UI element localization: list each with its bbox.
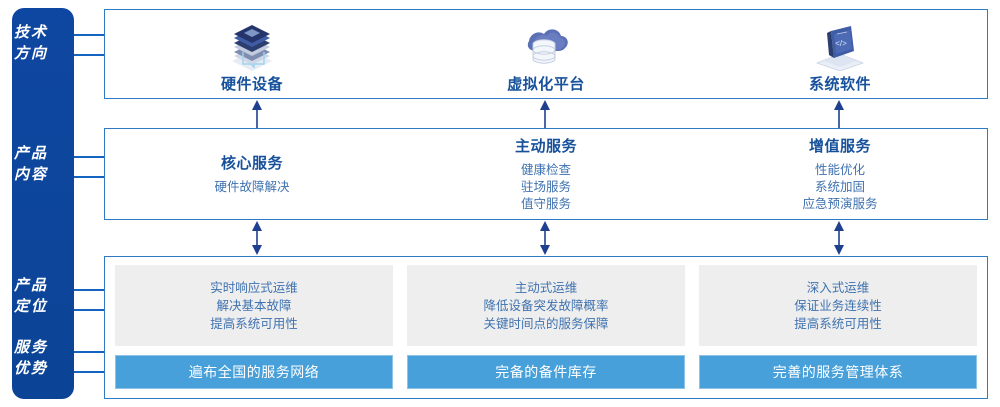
rail-label-line1: 产品 — [13, 145, 48, 162]
cloud-database-icon — [517, 21, 575, 71]
positioning-line: 关键时间点的服务保障 — [483, 316, 609, 331]
code-laptop-icon: </> — [811, 21, 869, 71]
rail-label-line1: 技术 — [13, 24, 48, 41]
arrow-updown-icon — [538, 221, 552, 255]
arrow-updown-icon — [832, 221, 846, 255]
rail-label-line2: 优势 — [13, 360, 48, 377]
arrow-up-icon — [250, 100, 264, 128]
positioning-line: 主动式运维 — [514, 280, 578, 295]
positioning-line: 深入式运维 — [806, 280, 870, 295]
rail-label-line1: 服务 — [13, 339, 48, 356]
arrow-up-icon — [832, 100, 846, 128]
svg-text:</>: </> — [835, 39, 847, 48]
section-product-positioning: 实时响应式运维 解决基本故障 提高系统可用性 主动式运维 降低设备突发故障概率 … — [104, 256, 988, 399]
positioning-line: 提高系统可用性 — [794, 316, 882, 331]
positioning-card[interactable]: 深入式运维 保证业务连续性 提高系统可用性 — [699, 265, 977, 346]
content-title: 增值服务 — [808, 138, 871, 155]
content-title: 主动服务 — [514, 138, 577, 155]
connector-line — [74, 309, 106, 311]
content-item: 硬件故障解决 — [214, 180, 290, 194]
positioning-line: 提高系统可用性 — [210, 316, 298, 331]
section-tech-direction: 硬件设备 虚拟化平台 — [104, 9, 988, 99]
arrow-updown-icon — [250, 221, 264, 255]
rail-label-service-advantage: 服务 优势 — [0, 337, 62, 379]
connector-line — [74, 34, 106, 36]
positioning-line: 降低设备突发故障概率 — [483, 298, 609, 313]
content-item: 应急预演服务 — [802, 197, 878, 211]
rail-label-product-positioning: 产品 定位 — [0, 275, 62, 317]
connector-line — [74, 351, 106, 353]
positioning-line: 解决基本故障 — [216, 298, 292, 313]
rail-label-line1: 产品 — [13, 277, 48, 294]
advantage-bar[interactable]: 完善的服务管理体系 — [699, 355, 977, 389]
tech-column-hardware[interactable]: 硬件设备 — [105, 10, 399, 98]
arrow-up-icon — [538, 100, 552, 128]
tech-title: 系统软件 — [808, 75, 871, 93]
rail-label-line2: 内容 — [13, 166, 48, 183]
positioning-line: 保证业务连续性 — [794, 298, 882, 313]
content-title: 核心服务 — [220, 155, 283, 172]
rail-label-product-content: 产品 内容 — [0, 143, 62, 185]
connector-line — [74, 371, 106, 373]
connector-line — [74, 156, 106, 158]
tech-column-virtualization[interactable]: 虚拟化平台 — [399, 10, 693, 98]
rail-label-tech-direction: 技术 方向 — [0, 22, 62, 64]
category-rail — [12, 8, 74, 399]
content-column-core-service[interactable]: 核心服务 硬件故障解决 — [105, 129, 399, 219]
connector-line — [74, 176, 106, 178]
advantage-bar[interactable]: 遍布全国的服务网络 — [115, 355, 393, 389]
content-item: 驻场服务 — [520, 180, 571, 194]
connector-line — [74, 54, 106, 56]
rail-label-line2: 方向 — [13, 45, 48, 62]
tech-column-system-software[interactable]: </> 系统软件 — [693, 10, 987, 98]
rail-label-line2: 定位 — [13, 298, 48, 315]
server-stack-icon — [223, 21, 281, 71]
content-item: 性能优化 — [814, 163, 865, 177]
positioning-card-row: 实时响应式运维 解决基本故障 提高系统可用性 主动式运维 降低设备突发故障概率 … — [115, 265, 977, 346]
advantage-bar[interactable]: 完备的备件库存 — [407, 355, 685, 389]
content-column-proactive-service[interactable]: 主动服务 健康检查 驻场服务 值守服务 — [399, 129, 693, 219]
positioning-line: 实时响应式运维 — [210, 280, 298, 295]
content-item: 健康检查 — [520, 163, 571, 177]
positioning-card[interactable]: 主动式运维 降低设备突发故障概率 关键时间点的服务保障 — [407, 265, 685, 346]
tech-title: 虚拟化平台 — [507, 75, 585, 93]
advantage-bar-row: 遍布全国的服务网络 完备的备件库存 完善的服务管理体系 — [115, 355, 977, 389]
positioning-card[interactable]: 实时响应式运维 解决基本故障 提高系统可用性 — [115, 265, 393, 346]
connector-line — [74, 289, 106, 291]
content-item: 值守服务 — [520, 197, 571, 211]
content-item: 系统加固 — [814, 180, 865, 194]
tech-title: 硬件设备 — [220, 75, 283, 93]
section-product-content: 核心服务 硬件故障解决 主动服务 健康检查 驻场服务 值守服务 增值服务 性能优… — [104, 128, 988, 220]
content-column-value-added-service[interactable]: 增值服务 性能优化 系统加固 应急预演服务 — [693, 129, 987, 219]
